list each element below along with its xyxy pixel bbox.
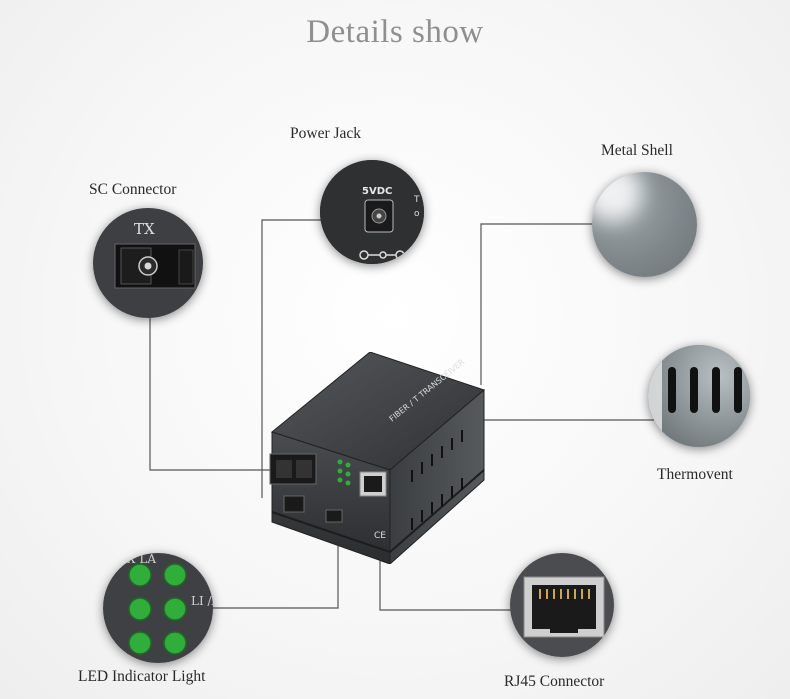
page-title: Details show xyxy=(306,14,484,50)
led-text-right: LI /A xyxy=(191,594,213,608)
leader-line-metal-shell xyxy=(480,223,600,385)
rj45-connector-inset xyxy=(510,553,614,657)
led-indicator-inset: X LA LI /A xyxy=(103,553,213,663)
thermovent-inset xyxy=(648,345,750,447)
sc-connector-icon: TX xyxy=(93,208,203,318)
power-jack-inset: 5VDC T o xyxy=(320,160,424,264)
leader-line-power-jack xyxy=(261,219,330,498)
sc-connector-inset: TX xyxy=(93,208,203,318)
power-jack-text: 5VDC xyxy=(362,186,392,197)
power-jack-label: Power Jack xyxy=(290,125,362,142)
rj45-icon xyxy=(510,553,614,657)
leader-line-sc-connector xyxy=(149,310,282,471)
device-ce-mark: CE xyxy=(374,531,386,541)
thermovent-icon xyxy=(648,345,750,447)
led-indicator-label: LED Indicator Light xyxy=(78,668,206,685)
led-indicator-icon: X LA LI /A xyxy=(103,553,213,663)
metal-shell-inset xyxy=(592,172,697,277)
svg-text:o: o xyxy=(414,209,420,219)
sc-connector-label: SC Connector xyxy=(89,181,177,198)
metal-shell-label: Metal Shell xyxy=(601,142,673,159)
power-jack-icon: 5VDC T o xyxy=(320,160,424,264)
media-converter-device: FIBER / T TRANSCEIVER CE xyxy=(269,352,485,564)
sc-tx-text: TX xyxy=(134,220,155,238)
svg-text:T: T xyxy=(413,195,420,205)
rj45-connector-label: RJ45 Connector xyxy=(504,673,605,690)
thermovent-label: Thermovent xyxy=(657,466,733,483)
